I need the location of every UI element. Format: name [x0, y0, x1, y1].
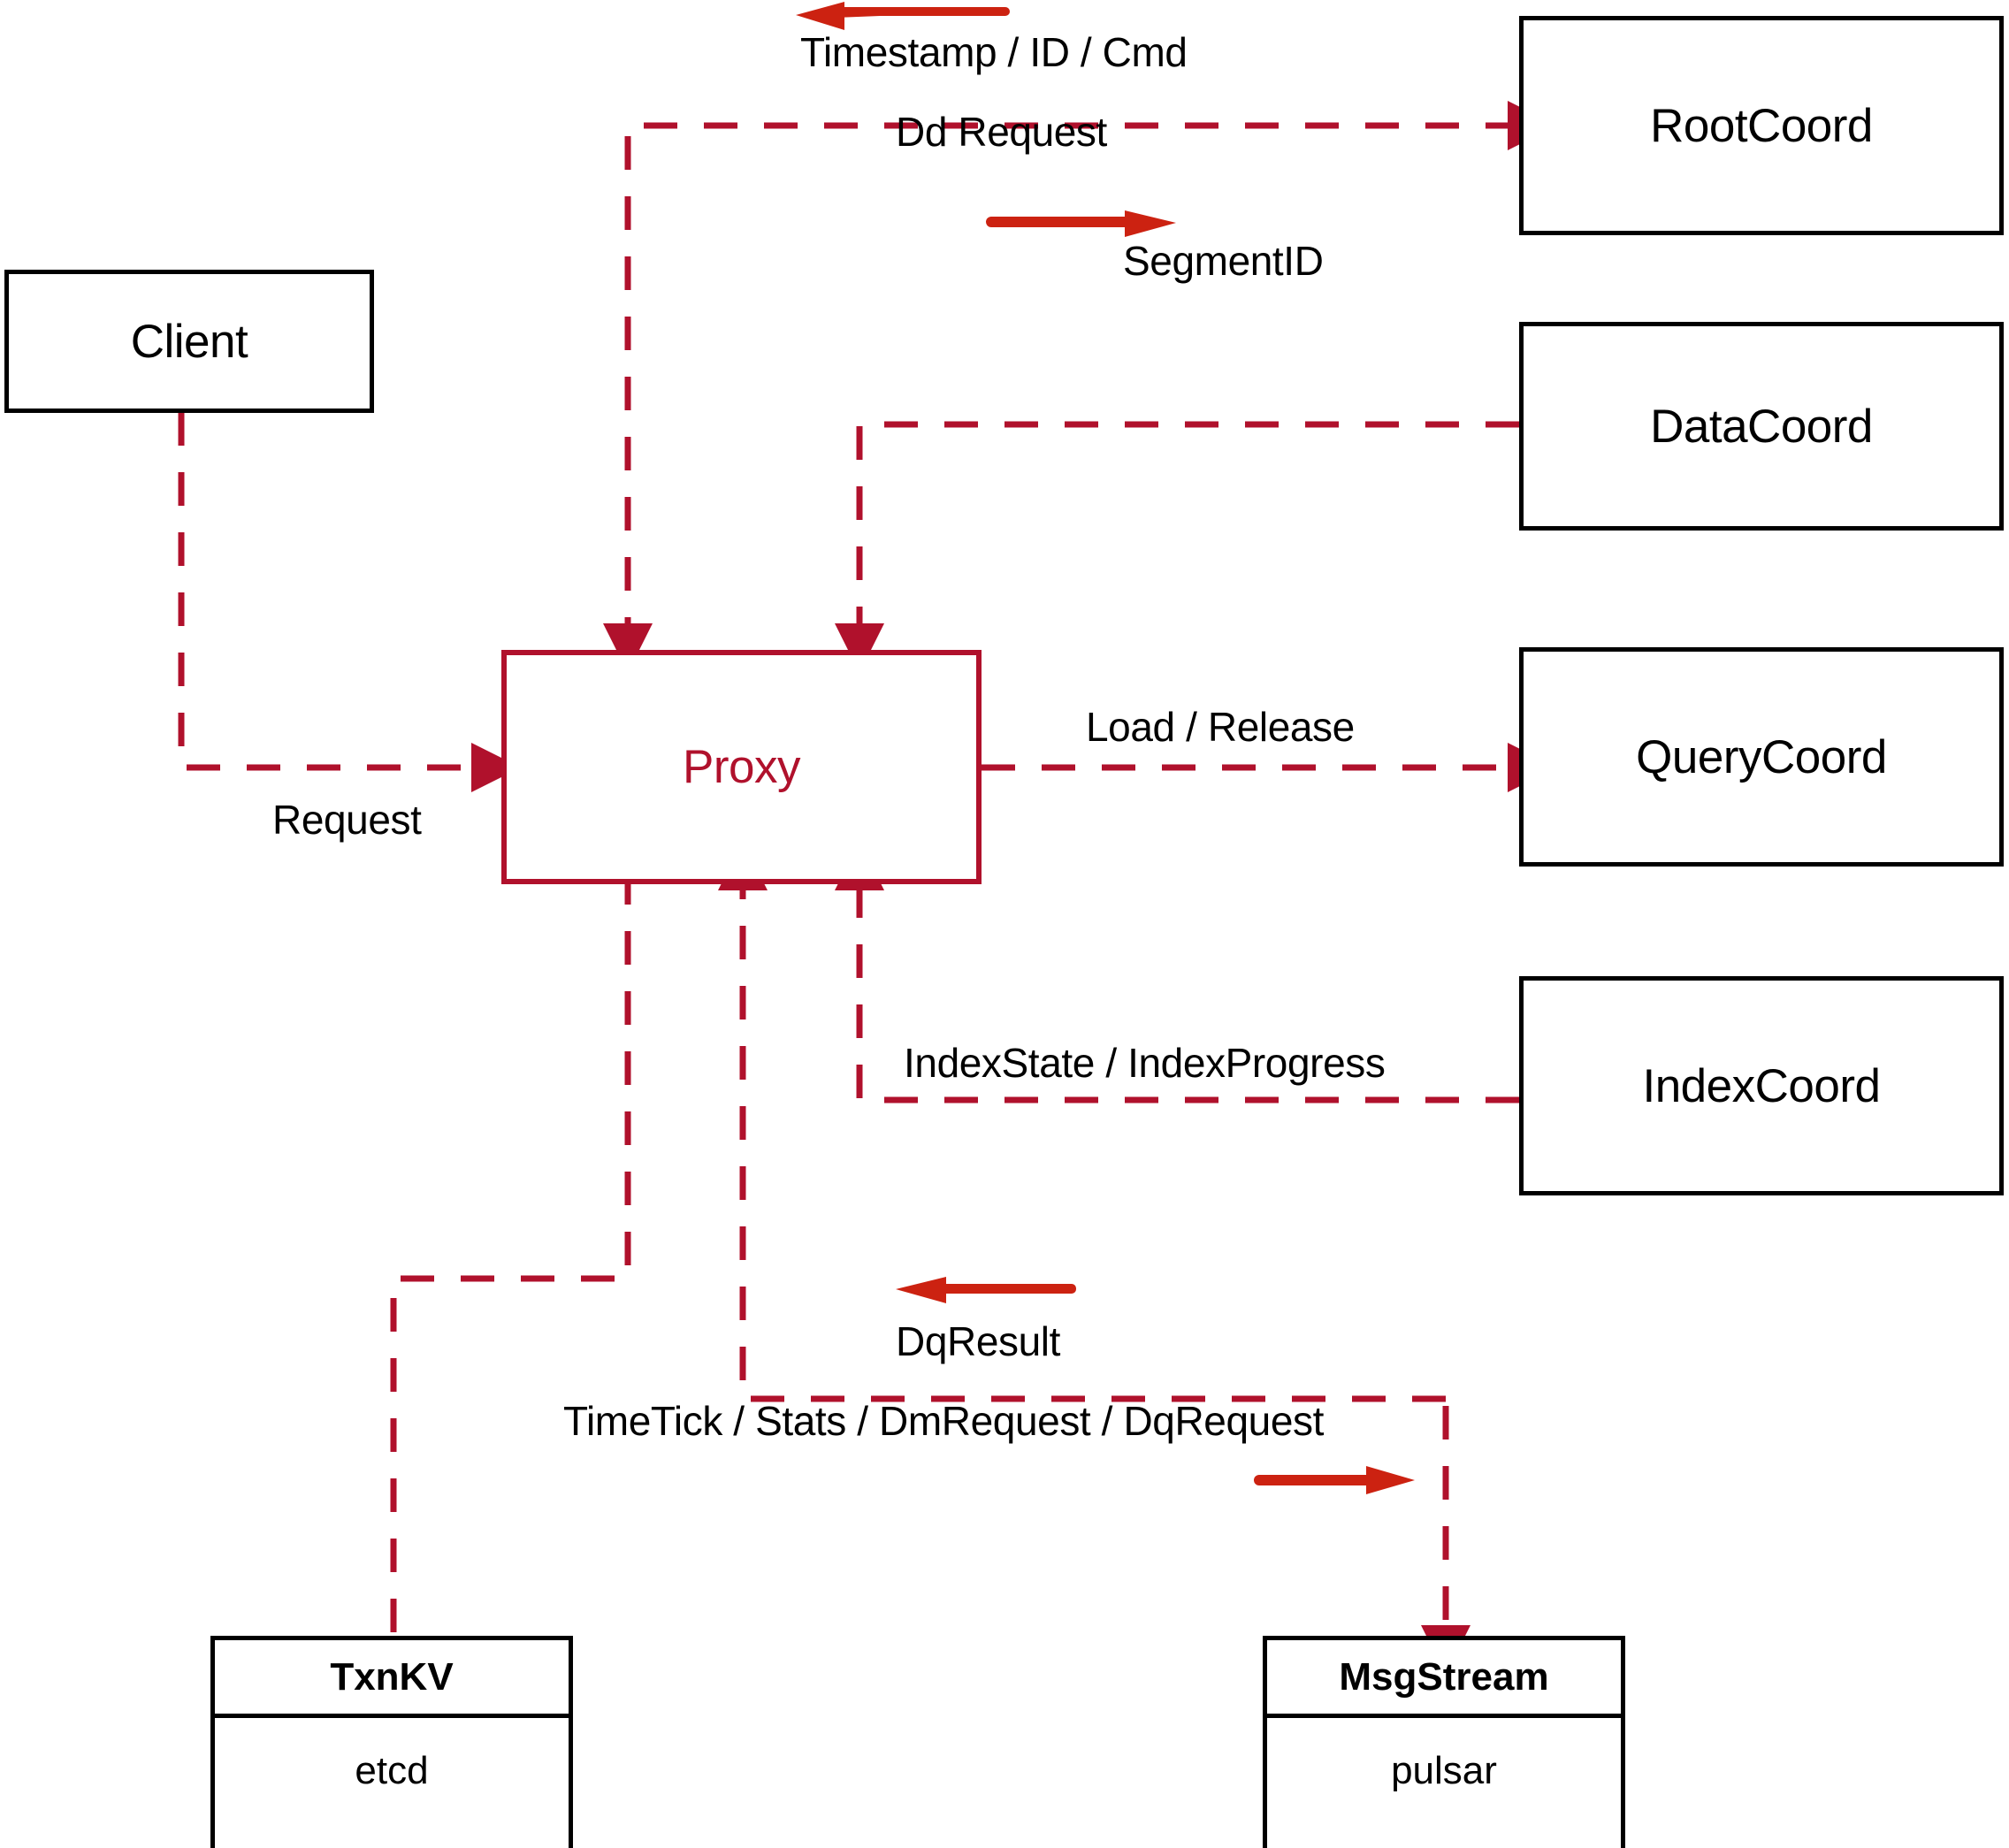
- node-proxy[interactable]: Proxy: [501, 650, 982, 884]
- node-querycoord-label: QueryCoord: [1636, 730, 1887, 783]
- node-msgstream-title: MsgStream: [1339, 1654, 1549, 1699]
- node-indexcoord[interactable]: IndexCoord: [1519, 976, 2004, 1195]
- node-datacoord-label: DataCoord: [1650, 400, 1873, 453]
- edge-label-timestamp-id-cmd: Timestamp / ID / Cmd: [800, 29, 1188, 75]
- node-datacoord[interactable]: DataCoord: [1519, 322, 2004, 531]
- edge-label-load-release: Load / Release: [1086, 704, 1355, 750]
- edge-client-proxy: [178, 412, 521, 792]
- edge-msgstream-proxy: [718, 841, 1446, 1402]
- node-msgstream[interactable]: MsgStream pulsar: [1263, 1636, 1625, 1848]
- edge-label-request: Request: [272, 797, 422, 843]
- arrow-right-dqrequest: [1254, 1466, 1415, 1494]
- node-msgstream-header: MsgStream: [1267, 1640, 1621, 1718]
- edge-label-index-state-progress: IndexState / IndexProgress: [904, 1040, 1386, 1086]
- direction-indicator-arrows: [796, 2, 1415, 1494]
- edge-label-timetick-stats: TimeTick / Stats / DmRequest / DqRequest: [563, 1398, 1324, 1444]
- node-txnkv[interactable]: TxnKV etcd: [210, 1636, 573, 1848]
- edge-rootcoord-proxy: [603, 122, 1519, 673]
- edge-label-dq-result: DqResult: [896, 1318, 1060, 1364]
- node-msgstream-impl: pulsar: [1391, 1748, 1497, 1792]
- edge-label-dd-request: Dd Request: [896, 109, 1107, 155]
- edge-datacoord-proxy: [835, 421, 1519, 673]
- node-rootcoord-label: RootCoord: [1650, 99, 1873, 152]
- node-indexcoord-label: IndexCoord: [1642, 1059, 1881, 1112]
- arrow-right-ddrequest: [986, 210, 1176, 237]
- node-proxy-label: Proxy: [683, 741, 800, 793]
- node-rootcoord[interactable]: RootCoord: [1519, 16, 2004, 235]
- node-msgstream-body: pulsar: [1267, 1718, 1621, 1848]
- edge-label-segment-id: SegmentID: [1123, 238, 1324, 284]
- node-txnkv-header: TxnKV: [215, 1640, 569, 1718]
- node-txnkv-impl: etcd: [355, 1748, 429, 1792]
- arrow-left-timestamp: [796, 2, 1010, 30]
- node-txnkv-body: etcd: [215, 1718, 569, 1848]
- node-client-label: Client: [130, 315, 248, 368]
- arrow-left-dqresult: [896, 1277, 1076, 1303]
- node-txnkv-title: TxnKV: [330, 1654, 454, 1699]
- node-querycoord[interactable]: QueryCoord: [1519, 647, 2004, 867]
- edge-proxy-txnkv: [390, 871, 631, 1640]
- edge-indexcoord-proxy: [835, 841, 1519, 1103]
- node-client[interactable]: Client: [4, 270, 374, 413]
